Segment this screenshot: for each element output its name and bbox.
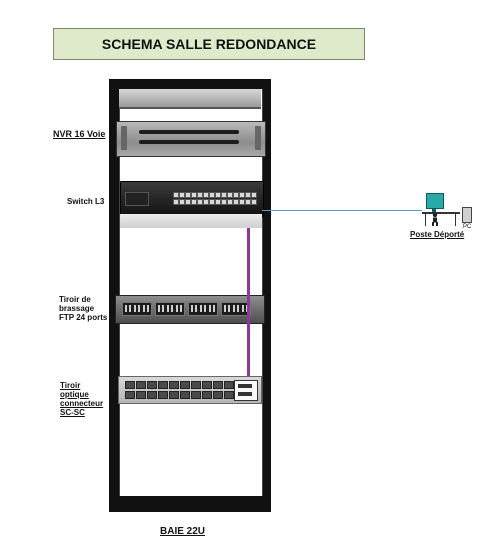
label-pc: PC — [463, 224, 472, 230]
switch-port — [185, 192, 191, 198]
rack-base — [109, 500, 271, 512]
switch-port — [191, 192, 197, 198]
switch-port — [173, 192, 179, 198]
switch-port — [245, 199, 251, 205]
fiber-connector — [224, 391, 234, 399]
fiber-connector — [147, 391, 157, 399]
patch-port-group — [188, 302, 218, 316]
fiber-connector — [125, 381, 135, 389]
switch-device — [120, 181, 264, 217]
fiber-connector — [169, 391, 179, 399]
fiber-connector — [158, 381, 168, 389]
label-fiber-drawer: Tiroir optique connecteur SC-SC — [60, 381, 104, 417]
switch-port — [185, 199, 191, 205]
fiber-connector — [202, 381, 212, 389]
nvr-device — [116, 121, 266, 157]
fiber-connector — [191, 391, 201, 399]
switch-port — [227, 199, 233, 205]
nvr-bay — [139, 140, 239, 144]
switch-port — [197, 192, 203, 198]
fiber-connector — [136, 391, 146, 399]
diagram-title: SCHEMA SALLE REDONDANCE — [53, 28, 365, 60]
patch-port-group — [155, 302, 185, 316]
rack-top-shelf — [119, 89, 261, 109]
nvr-handle — [255, 126, 261, 150]
switch-port — [179, 199, 185, 205]
nvr-handle — [121, 126, 127, 150]
monitor-icon — [426, 193, 444, 209]
switch-port — [245, 192, 251, 198]
fiber-connector — [224, 381, 234, 389]
fiber-connector — [136, 381, 146, 389]
fiber-connector — [180, 391, 190, 399]
fiber-connector — [158, 391, 168, 399]
switch-port — [227, 192, 233, 198]
switch-port — [203, 199, 209, 205]
label-rack: BAIE 22U — [160, 526, 206, 537]
fiber-connector — [202, 391, 212, 399]
label-switch: Switch L3 — [67, 197, 105, 206]
switch-port — [215, 192, 221, 198]
switch-port — [251, 199, 257, 205]
switch-port — [221, 199, 227, 205]
fiber-drawer-device — [118, 376, 262, 404]
switch-logo-panel — [125, 192, 149, 206]
cable-switch-to-fiber — [247, 228, 250, 376]
fiber-connector — [147, 381, 157, 389]
user-icon — [432, 212, 438, 226]
cable-switch-to-remote-pc — [262, 210, 422, 211]
desk-leg-icon — [425, 214, 426, 226]
fiber-connector — [191, 381, 201, 389]
fiber-connector — [180, 381, 190, 389]
switch-port — [233, 199, 239, 205]
switch-port — [221, 192, 227, 198]
switch-port — [209, 192, 215, 198]
label-nvr: NVR 16 Voie — [53, 129, 106, 139]
desk-icon — [422, 212, 460, 214]
fiber-connector — [213, 391, 223, 399]
patch-port-group — [122, 302, 152, 316]
switch-port — [251, 192, 257, 198]
switch-chassis-base — [120, 214, 262, 228]
monitor-stand-icon — [432, 208, 436, 212]
nvr-bay — [139, 130, 239, 134]
fiber-connector — [213, 381, 223, 389]
switch-port — [215, 199, 221, 205]
switch-port — [209, 199, 215, 205]
switch-port — [179, 192, 185, 198]
desk-leg-icon — [455, 214, 456, 226]
switch-port — [203, 192, 209, 198]
pc-tower-icon — [462, 207, 472, 223]
switch-port — [239, 192, 245, 198]
switch-port — [191, 199, 197, 205]
patch-panel-device — [115, 295, 265, 324]
switch-port — [239, 199, 245, 205]
fiber-connector — [125, 391, 135, 399]
switch-port — [173, 199, 179, 205]
switch-port — [197, 199, 203, 205]
label-patch-panel: Tiroir de brassage FTP 24 ports — [59, 295, 108, 322]
label-remote-station: Poste Déporté — [410, 230, 465, 239]
fiber-connector-box — [234, 380, 258, 401]
fiber-connector — [169, 381, 179, 389]
switch-port — [233, 192, 239, 198]
